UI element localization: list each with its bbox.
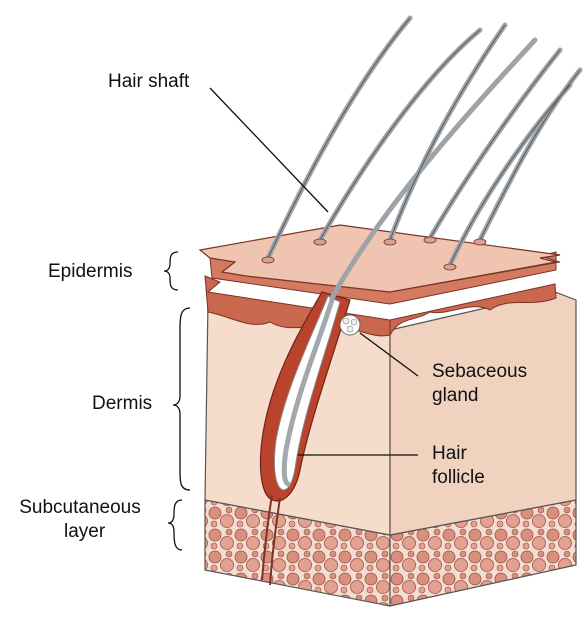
sebaceous-label-line2: gland [432,385,479,406]
hair-follicle-illustration [259,291,351,586]
hair-shaft-outlines [267,17,581,266]
subcutaneous-label: Subcutaneous layer [2,496,158,544]
sebaceous-label-line1: Sebaceous [432,361,528,382]
dermis-brace [172,307,191,491]
hair-shaft-label: Hair shaft [108,71,190,92]
follicle-label-line1: Hair [432,443,467,464]
hair-pores [261,236,487,271]
hair-shaft-leader-line [209,87,329,213]
subcutaneous-brace [167,499,183,551]
sebaceous-gland-label: Sebaceous gland [432,360,527,408]
sebaceous-leader-line [359,332,419,377]
sebaceous-gland-illustration [339,314,361,336]
hair-follicle-label: Hair follicle [432,442,485,490]
epidermis-label: Epidermis [48,261,133,282]
subcutaneous-label-line1: Subcutaneous [19,497,141,518]
leader-lines [209,87,419,456]
dermis-label: Dermis [92,393,153,414]
follicle-label-line2: follicle [432,467,485,488]
epidermis-brace [163,251,179,291]
subcutaneous-label-line2: layer [64,521,106,542]
braces [163,251,191,551]
